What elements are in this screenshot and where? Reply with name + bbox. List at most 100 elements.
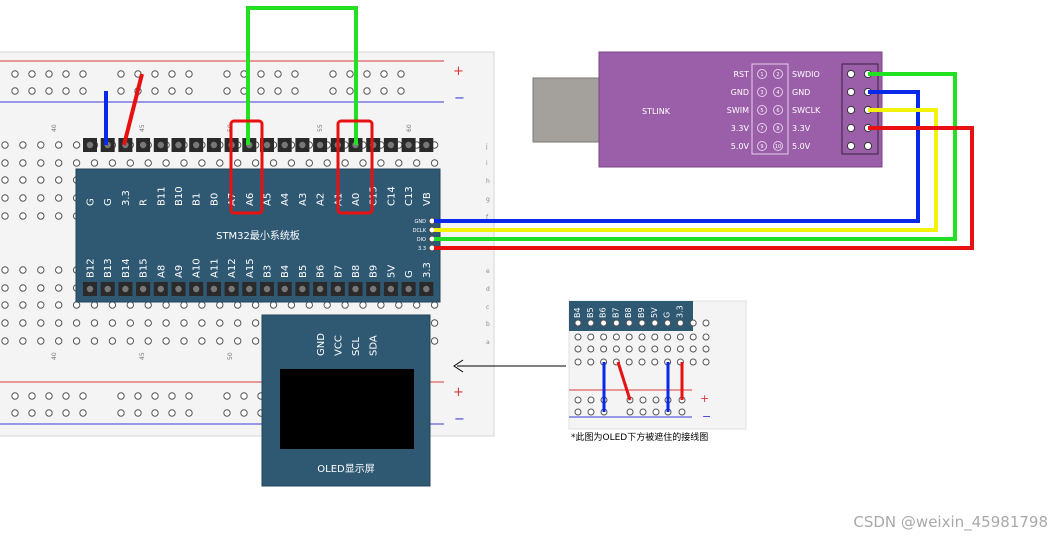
inset-header-hole — [638, 319, 646, 327]
rail-hole — [134, 392, 142, 400]
stm32-bottom-pin-label: B9 — [369, 265, 380, 278]
rail-hole — [223, 87, 231, 95]
rail-hole — [380, 87, 388, 95]
header-pin-bottom-hole — [423, 285, 430, 293]
terminal-hole — [55, 337, 63, 345]
header-pin-top-hole — [316, 141, 324, 149]
terminal-hole — [251, 337, 260, 345]
inset-terminal-hole — [676, 333, 684, 341]
header-pin-top-hole — [423, 141, 430, 149]
inset-rail-hole — [574, 408, 582, 416]
inset-terminal-hole — [689, 358, 697, 366]
header-pin-bottom-hole — [387, 285, 395, 293]
stm32-bottom-pin-label: B12 — [86, 258, 97, 278]
rail-hole — [28, 70, 36, 78]
swd-pin-label: 3.3 — [418, 246, 426, 252]
row-letter: g — [486, 196, 490, 203]
terminal-hole — [323, 159, 331, 167]
header-pin-bottom-hole — [299, 285, 306, 293]
terminal-hole — [198, 337, 206, 345]
header-pin-bottom-hole — [334, 285, 341, 293]
terminal-hole — [1, 212, 9, 220]
stlink-pin-number: 3 — [760, 90, 763, 96]
terminal-hole — [55, 194, 63, 202]
stlink-pin-number: 9 — [760, 144, 763, 150]
highlight-a6 — [229, 119, 264, 215]
inset-rail-hole — [678, 408, 686, 416]
oled-pin-label: GND — [316, 333, 327, 356]
header-pin-top-hole — [210, 141, 218, 149]
terminal-hole — [162, 319, 170, 327]
terminal-hole — [377, 159, 385, 167]
inset-header-hole — [702, 319, 710, 327]
terminal-hole — [55, 176, 63, 184]
stlink-pin-number: 8 — [776, 126, 779, 132]
stlink-header-hole — [846, 141, 856, 151]
terminal-hole — [180, 319, 188, 327]
terminal-hole — [72, 337, 81, 345]
terminal-hole — [19, 159, 27, 167]
inset-terminal-hole — [664, 333, 672, 341]
inset-header-hole — [651, 319, 659, 327]
terminal-hole — [19, 284, 27, 292]
terminal-hole — [305, 301, 313, 309]
rail-hole — [79, 409, 87, 417]
col-number: 40 — [51, 124, 58, 132]
rail-hole — [151, 70, 159, 78]
rail-hole — [11, 87, 19, 95]
inset-header-hole — [664, 319, 672, 327]
stlink-pin — [757, 105, 767, 115]
terminal-hole — [287, 301, 296, 309]
rail-hole — [240, 392, 248, 400]
stlink-pin-number: 10 — [775, 144, 781, 150]
column-numbers-bottom: 40 45 50 — [51, 352, 234, 360]
header-pin-bottom-hole — [86, 285, 94, 293]
stm32-top-pin-label: C13 — [404, 186, 415, 206]
stm32-top-pin-label: C14 — [386, 186, 397, 206]
inset-pin-label: B8 — [624, 307, 633, 318]
stm32-bottom-pin-label: A10 — [192, 258, 203, 278]
terminal-hole — [55, 319, 63, 327]
inset-pin-label: B7 — [611, 307, 620, 318]
inset-rail-hole — [574, 396, 582, 404]
terminal-hole — [55, 266, 63, 274]
rail-hole — [11, 392, 19, 400]
inset-terminal-hole — [587, 358, 595, 366]
terminal-hole — [72, 141, 81, 149]
wire-green-a6-a0 — [246, 6, 358, 145]
terminal-hole — [55, 301, 63, 309]
rail-hole — [223, 409, 231, 417]
row-letter: d — [486, 286, 490, 293]
inset-terminal-hole — [574, 345, 582, 353]
rail-hole — [62, 392, 70, 400]
terminal-hole — [395, 301, 403, 309]
terminal-hole — [180, 337, 188, 345]
terminal-hole — [377, 301, 385, 309]
stm32-top-pin-label: G — [103, 198, 114, 206]
stm32-bottom-pin-label: 3.3 — [422, 262, 433, 278]
rail-hole — [240, 409, 248, 417]
terminal-hole — [144, 319, 152, 327]
stm32-top-pin-label: B10 — [174, 186, 185, 206]
row-letters: j i h g f e d c b a — [485, 143, 490, 346]
rail-hole — [257, 70, 265, 78]
stm32-header-top — [83, 138, 434, 152]
oled-pin-label: SDA — [369, 335, 380, 356]
inset-terminal-hole — [612, 333, 620, 341]
stlink-header-hole — [846, 123, 856, 133]
terminal-hole — [1, 284, 9, 292]
stlink-left-label: SWIM — [727, 106, 749, 115]
terminal-hole — [144, 159, 152, 167]
header-pin-bottom-hole — [104, 285, 111, 293]
terminal-hole — [37, 159, 45, 167]
rail-hole — [185, 392, 193, 400]
terminal-hole — [1, 176, 9, 184]
inset-terminal-hole — [587, 333, 595, 341]
inset-terminal-hole — [689, 345, 697, 353]
header-pin-top-hole — [263, 141, 271, 149]
rail-hole — [185, 409, 193, 417]
rail-hole — [380, 70, 388, 78]
inset-terminal-hole — [702, 345, 710, 353]
